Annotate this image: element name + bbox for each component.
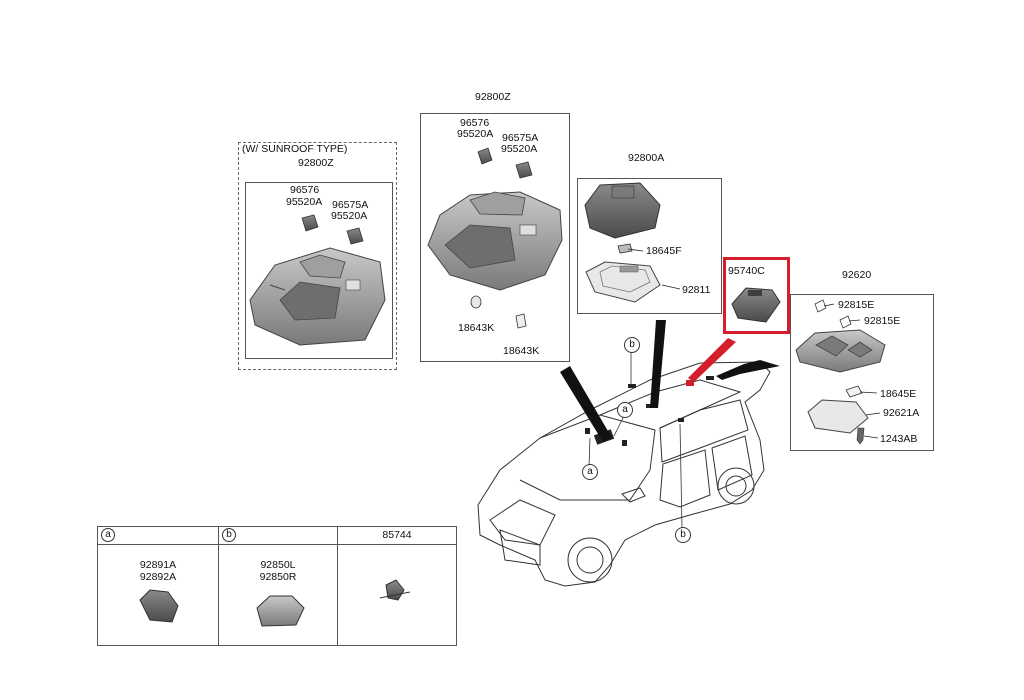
part-label: 92891A — [139, 559, 177, 571]
part-label: 95520A — [286, 196, 323, 208]
pointer-arrows — [560, 320, 780, 442]
room-lamp-assembly-label: 92620 — [842, 269, 872, 281]
part-label: 96575A — [332, 199, 369, 211]
legend-header-b: b — [218, 526, 338, 545]
part-label: 92815E — [864, 315, 901, 327]
bulb-icon — [301, 214, 364, 245]
part-label: 18645E — [880, 388, 917, 400]
legend-header-a: a — [97, 526, 219, 545]
sunroof-panel — [238, 142, 397, 370]
part-label: 18643K — [503, 345, 540, 357]
vehicle-illustration — [477, 361, 771, 587]
legend-key-a: a — [101, 528, 115, 542]
part-label: 96576 — [290, 184, 320, 196]
part-label: 92621A — [883, 407, 920, 419]
part-label: 92850R — [259, 571, 297, 583]
highlighted-part-illustration — [731, 287, 781, 323]
sunroof-inner-box — [245, 182, 393, 359]
legend-cell-b: 92850L 92850R — [218, 544, 338, 646]
legend-key-c: 85744 — [382, 529, 412, 541]
center-assembly-label: 92800Z — [475, 91, 511, 103]
part-label: 95520A — [501, 143, 538, 155]
map-lamp-panel — [577, 178, 722, 314]
highlighted-part-label: 95740C — [728, 265, 765, 277]
legend-cell-c — [337, 544, 457, 646]
part-label: 18645F — [646, 245, 682, 257]
legend-header-c: 85744 — [337, 526, 457, 545]
part-label: 1243AB — [880, 433, 918, 445]
legend-table: a b 85744 92891A 92892A 92850L 92850R — [97, 526, 457, 646]
callout-leaders — [588, 352, 683, 529]
part-label: 96575A — [502, 132, 539, 144]
room-lamp-illustration — [795, 299, 886, 445]
part-label: 92850L — [260, 559, 296, 571]
sunroof-console-illustration — [249, 247, 386, 346]
center-console-illustration — [427, 147, 563, 329]
callout-a: a — [617, 402, 633, 418]
center-panel — [420, 113, 570, 362]
callout-b: b — [624, 337, 640, 353]
room-lamp-panel — [790, 294, 934, 451]
legend-key-b: b — [222, 528, 236, 542]
sunroof-title: (W/ SUNROOF TYPE) — [242, 143, 348, 155]
part-label: 95520A — [457, 128, 494, 140]
map-lamp-assembly-label: 92800A — [628, 152, 665, 164]
highlight-pointer — [688, 338, 736, 382]
part-label: 95520A — [331, 210, 368, 222]
callout-b: b — [675, 527, 691, 543]
highlighted-part-frame — [723, 257, 790, 334]
part-label: 92815E — [838, 299, 875, 311]
map-lamp-illustration — [584, 182, 661, 303]
sunroof-assembly-label: 92800Z — [298, 157, 334, 169]
part-label: 92811 — [682, 284, 711, 296]
callout-a: a — [582, 464, 598, 480]
part-label: 18643K — [458, 322, 495, 334]
part-label: 92892A — [139, 571, 177, 583]
leader-lines — [627, 248, 881, 439]
part-label: 96576 — [460, 117, 490, 129]
legend-cell-a: 92891A 92892A — [97, 544, 219, 646]
